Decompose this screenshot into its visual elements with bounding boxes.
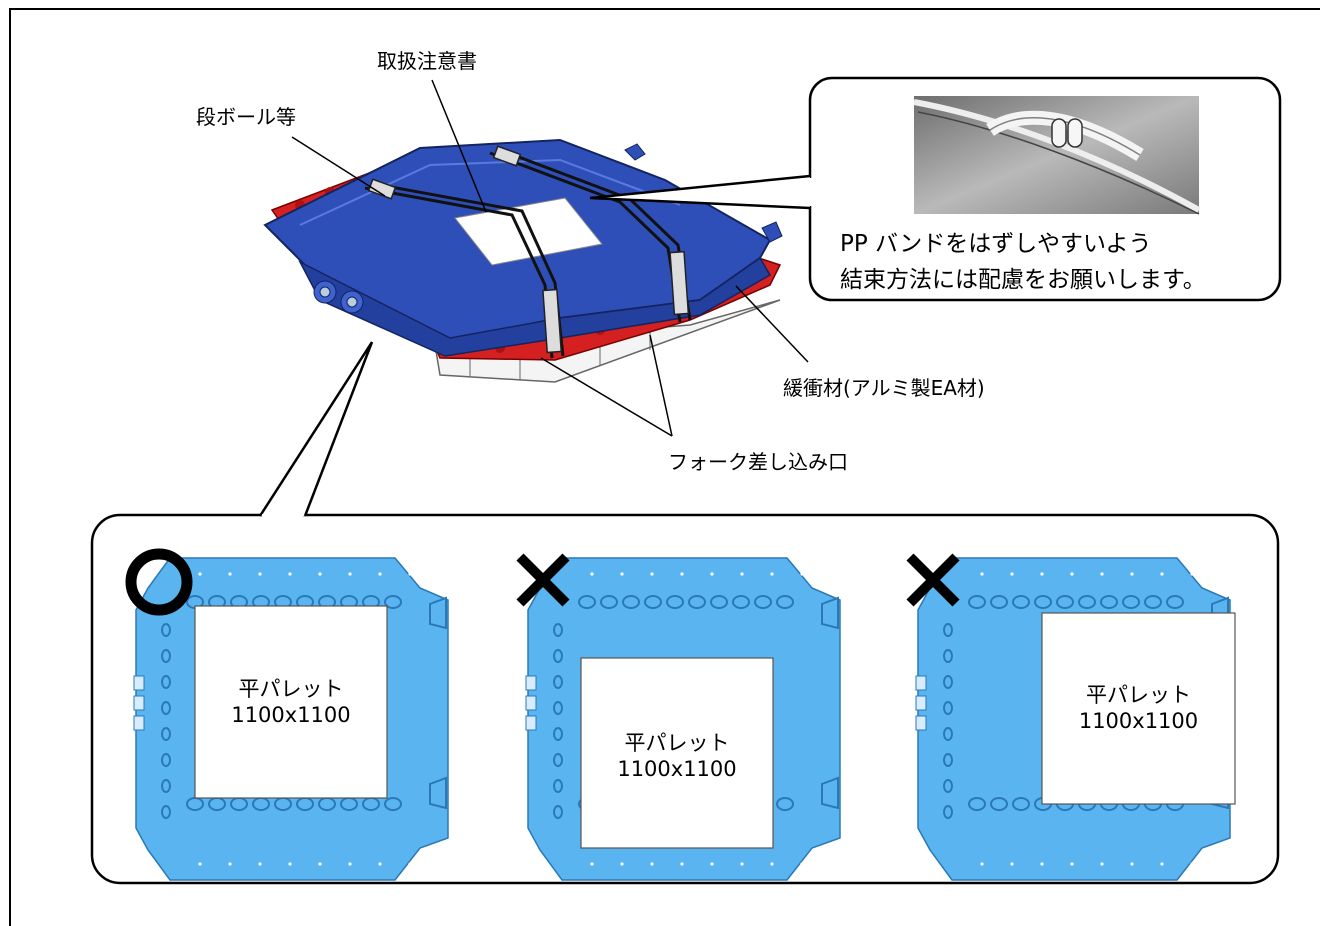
pallet-square-ng2	[1041, 612, 1236, 805]
leader-lines	[291, 79, 809, 437]
pallet-size: 1100x1100	[231, 703, 351, 727]
frame-top-border	[9, 8, 1320, 10]
pallet-square-ng1	[580, 657, 774, 849]
ng-cross-mark-2	[906, 553, 960, 607]
pallet-squares	[194, 605, 1236, 849]
pallet-name: 平パレット	[238, 677, 344, 701]
pallet-label-ng1: 平パレット 1100x1100	[581, 730, 773, 782]
pallet-label-ng2: 平パレット 1100x1100	[1042, 682, 1235, 734]
pallet-label-ok: 平パレット 1100x1100	[195, 676, 387, 728]
callout-text-line1: PP バンドをはずしやすいよう	[840, 231, 1152, 257]
pallet-size: 1100x1100	[617, 757, 737, 781]
pallet-name: 平パレット	[1086, 683, 1191, 707]
cushion-label: 緩衝材(アルミ製EA材)	[783, 376, 985, 400]
ng-cross-mark-1	[516, 553, 570, 607]
fork-slot-label: フォーク差し込み口	[668, 450, 848, 474]
ok-circle-mark	[125, 548, 193, 616]
caution-document-label: 取扱注意書	[377, 49, 477, 73]
callout-bubble	[589, 76, 1282, 302]
pallet-name: 平パレット	[624, 731, 730, 755]
pallet-square-ok	[194, 605, 388, 799]
callout-text-line2: 結束方法には配慮をお願いします。	[840, 267, 1206, 293]
caution-document	[454, 197, 603, 266]
battery-pack-illustration	[263, 138, 783, 383]
frame-left-border	[9, 8, 11, 926]
pallet-size: 1100x1100	[1078, 709, 1199, 733]
cardboard-label: 段ボール等	[196, 105, 296, 129]
